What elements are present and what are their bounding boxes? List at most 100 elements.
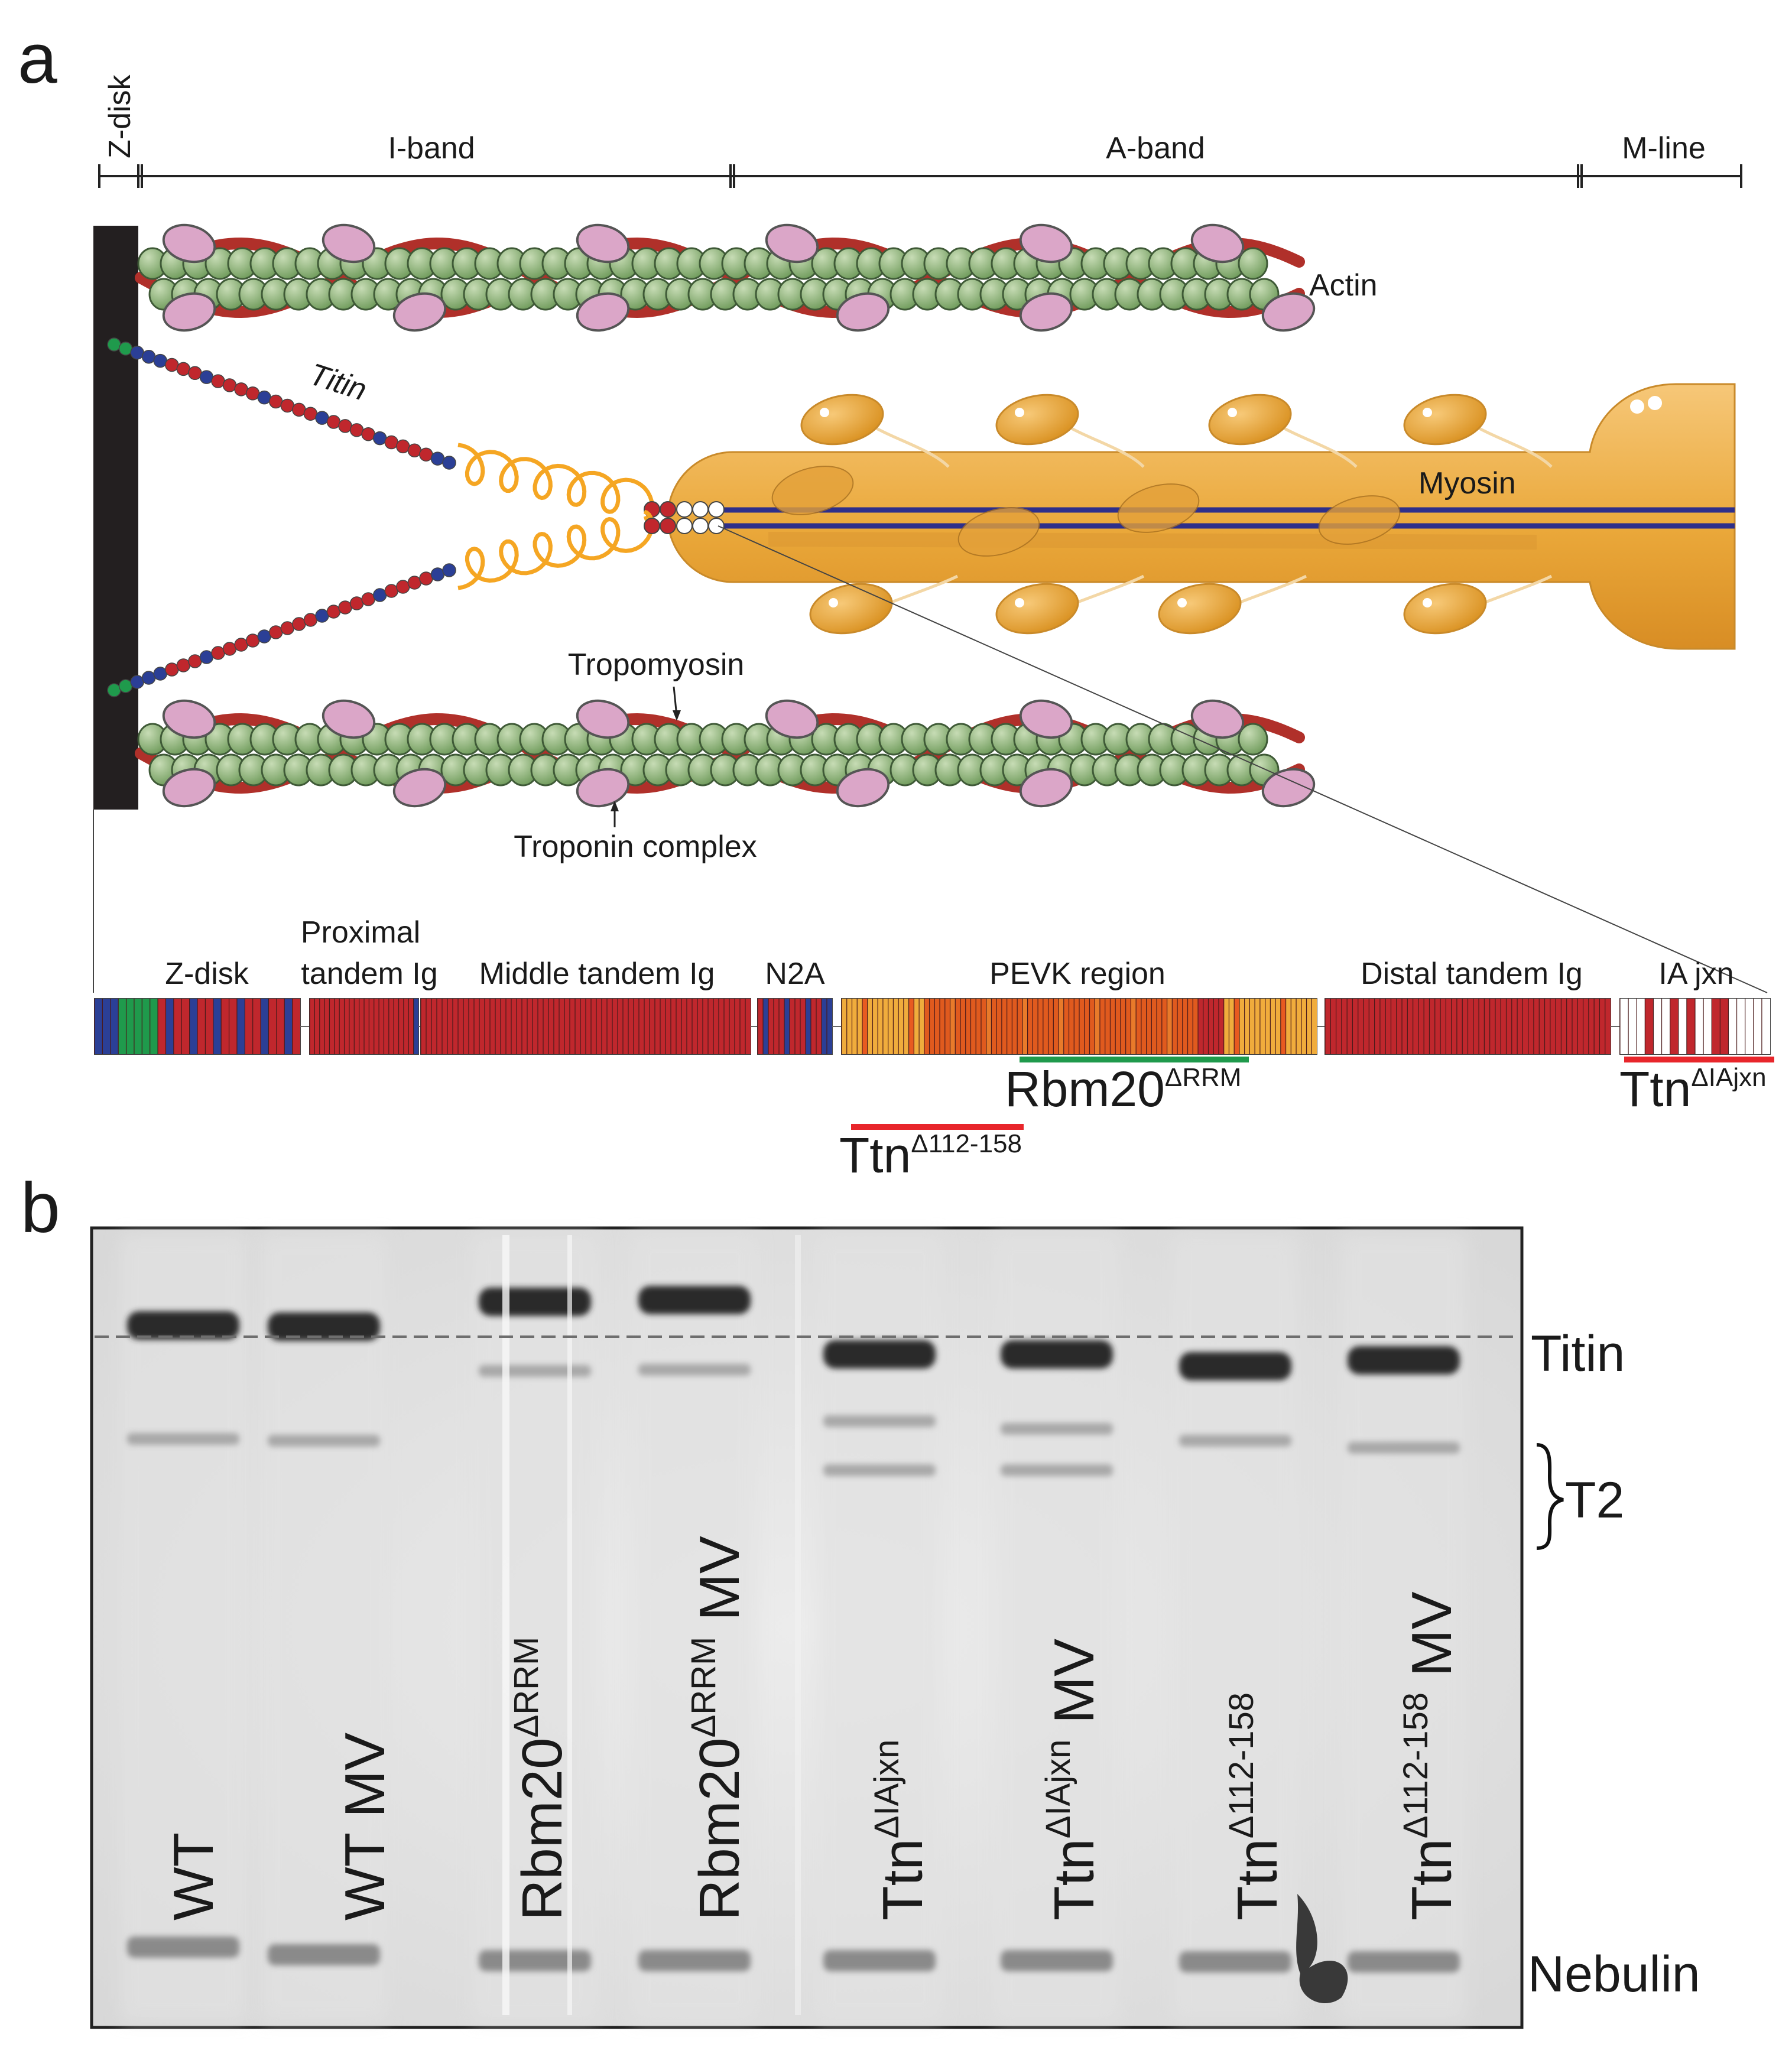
titin-domain-bead	[361, 592, 375, 606]
gel-lane	[262, 1235, 386, 2021]
t2-band	[823, 1415, 936, 1427]
troponin-complex	[1261, 768, 1316, 808]
titin-domain-bead	[222, 642, 237, 656]
ttn-iajxn-deletion-bar	[1624, 1057, 1774, 1062]
titin-domain-bead	[280, 621, 295, 635]
myosin-label: Myosin	[1418, 466, 1516, 501]
titin-domain-bead	[141, 349, 156, 364]
titin-aband-bead	[676, 501, 693, 518]
titin-domain-bead	[188, 654, 202, 668]
zdisk-band-label: Z-disk	[103, 74, 137, 158]
titin-aband-bead	[644, 518, 660, 534]
iband-label: I-band	[388, 131, 475, 165]
troponin-complex	[322, 223, 376, 264]
lane-label: TtnΔ112-158 MV	[1397, 1591, 1463, 1920]
t2-band	[1001, 1423, 1113, 1435]
lane-label: WT MV	[333, 1733, 397, 1920]
titin-domain-bead	[165, 358, 179, 372]
rbm20-deletion-label: Rbm20ΔRRM	[1005, 1061, 1241, 1117]
titin-domain-bead	[222, 378, 237, 392]
titin-domain-bead	[315, 609, 329, 623]
titin-domain-bead	[407, 576, 422, 590]
titin-aband-bead	[692, 518, 709, 534]
titin-domain-bead	[130, 675, 144, 689]
titin-domain-bead	[442, 456, 456, 470]
zoom-line-right	[718, 525, 1768, 993]
titin-domain-bead	[384, 584, 398, 598]
troponin-complex	[1261, 292, 1316, 332]
t2-band	[268, 1435, 380, 1447]
domain-label-proximal-2: tandem Ig	[301, 957, 437, 991]
titin-domain-bead	[326, 605, 341, 619]
panel-a-label: a	[18, 19, 57, 98]
actin-filament-top	[135, 223, 1316, 332]
rbm20-deletion-bar	[1020, 1057, 1249, 1062]
titin-domain-bead	[430, 451, 445, 466]
titin-domain-bead	[268, 394, 283, 409]
titin-domain-bead	[257, 629, 271, 644]
myosin-head	[957, 507, 1040, 557]
band-scale	[98, 164, 1742, 188]
troponin-complex	[576, 223, 630, 264]
nebulin-band	[1001, 1950, 1113, 1971]
titin-domain-bead	[118, 679, 133, 693]
titin-strands	[107, 337, 725, 697]
titin-domain-bead	[361, 427, 375, 441]
titin-domain-map	[94, 998, 1771, 1055]
titin-aband-bead	[708, 501, 725, 518]
titin-domain-bead	[234, 382, 248, 397]
titin-domain-bead	[188, 366, 202, 381]
domain-label-distal: Distal tandem Ig	[1361, 957, 1583, 991]
t2-band	[1001, 1464, 1113, 1476]
myosin-head	[771, 466, 854, 515]
myosin-head	[809, 583, 893, 635]
pevk-spring	[457, 509, 654, 590]
lane-label: TtnΔIAjxn MV	[1039, 1639, 1106, 1920]
titin-label: Titin	[305, 357, 371, 407]
domain-label-proximal-1: Proximal	[301, 915, 420, 950]
actin-monomer	[1238, 247, 1268, 280]
mline-label: M-line	[1622, 131, 1706, 165]
troponin-complex	[836, 768, 890, 808]
titin-band	[1179, 1352, 1291, 1380]
titin-domain-bead	[234, 638, 248, 652]
titin-band	[268, 1312, 380, 1341]
titin-domain-bead	[199, 650, 214, 664]
titin-aband-bead	[660, 518, 676, 534]
titin-domain-bead	[396, 439, 410, 454]
myosin-head	[995, 394, 1079, 446]
myosin-head	[1117, 483, 1200, 533]
titin-band	[127, 1311, 239, 1340]
titin-domain-bead	[303, 613, 318, 627]
titin-band	[1001, 1340, 1113, 1369]
titin-domain-bead	[153, 353, 167, 368]
titin-domain-bead	[165, 662, 179, 677]
myosin-head	[995, 583, 1079, 635]
troponin-complex	[1019, 223, 1073, 264]
troponin-complex	[1190, 223, 1245, 264]
gel-artifact	[1296, 1894, 1348, 2004]
troponin-complex	[1190, 699, 1245, 739]
titin-band	[638, 1286, 751, 1314]
z-disk-bar	[93, 226, 138, 810]
myosin-head	[1208, 394, 1292, 446]
domain-label-pevk: PEVK region	[989, 957, 1166, 991]
titin-domain-bead	[118, 342, 133, 356]
myosin-head	[1318, 495, 1401, 545]
lane-label: Rbm20ΔRRM MV	[684, 1536, 751, 1920]
myosin-heads	[771, 394, 1662, 635]
nebulin-band	[268, 1944, 380, 1965]
gel-lane	[121, 1235, 245, 2021]
troponin-complex	[392, 768, 447, 808]
troponin-complex	[1019, 768, 1073, 808]
troponin-complex	[1019, 699, 1073, 739]
titin-domain-bead	[338, 600, 352, 615]
t2-band-label: T2	[1565, 1472, 1624, 1529]
troponin-complex	[576, 699, 630, 739]
titin-domain-bead	[419, 447, 433, 462]
lane-label: TtnΔIAjxn	[868, 1740, 934, 1920]
actin-monomer	[1238, 723, 1268, 756]
t2-band	[1348, 1442, 1460, 1454]
t2-band	[638, 1364, 751, 1376]
